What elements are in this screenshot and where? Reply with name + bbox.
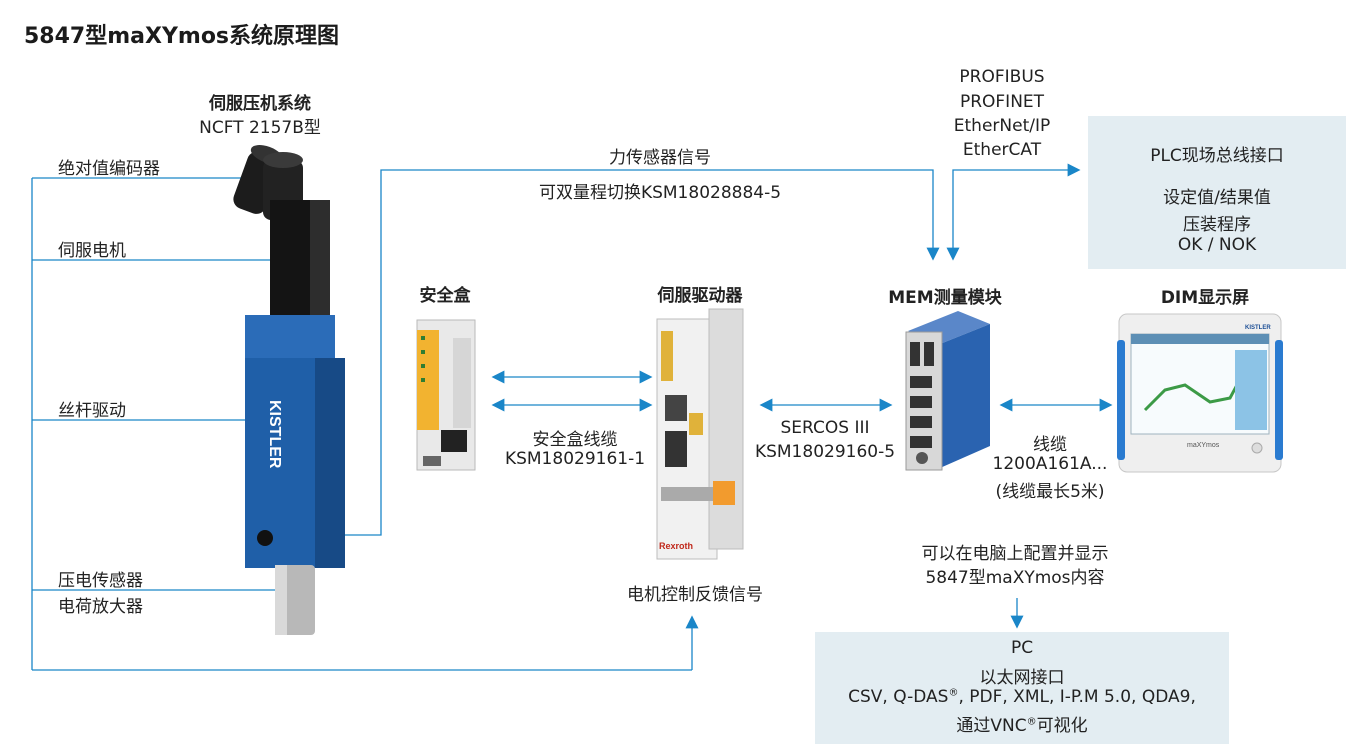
safety-box-title: 安全盒: [419, 286, 471, 306]
pc-box-vnc: 通过VNC®可视化: [956, 716, 1088, 736]
dim-cable-model: 1200A161A...: [992, 454, 1108, 474]
pc-box-title: PC: [1010, 638, 1034, 658]
fieldbus-profinet: PROFINET: [959, 92, 1045, 112]
plc-box-line-2: 压装程序: [1183, 215, 1251, 235]
fieldbus-ethercat: EtherCAT: [962, 140, 1042, 160]
mem-module-image: [905, 311, 990, 471]
fieldbus-line: [946, 163, 1081, 261]
servo-drive-image: Rexroth: [656, 308, 744, 560]
mem-module-title: MEM测量模块: [888, 288, 1002, 308]
dim-cable-label: 线缆: [1033, 435, 1067, 455]
pc-note-line-1: 可以在电脑上配置并显示: [921, 544, 1109, 564]
drive-brand-text: Rexroth: [659, 541, 693, 551]
pc-box-formats: CSV, Q-DAS®, PDF, XML, I-P.M 5.0, QDA9,: [848, 687, 1196, 707]
page-title: 5847型maXYmos系统原理图: [24, 24, 340, 49]
servo-press-image: KISTLER: [233, 145, 345, 635]
safety-cable-label: 安全盒线缆: [532, 430, 618, 450]
plc-box-line-1: 设定值/结果值: [1163, 188, 1271, 208]
motor-feedback-label: 电机控制反馈信号: [627, 585, 763, 605]
dim-brand-text: KISTLER: [1245, 325, 1271, 331]
fieldbus-ethernet-ip: EtherNet/IP: [953, 116, 1051, 136]
label-servo-motor: 伺服电机: [58, 241, 126, 261]
servo-drive-title: 伺服驱动器: [657, 286, 743, 306]
pc-box-ethernet: 以太网接口: [979, 668, 1065, 688]
plc-box-line-3: OK / NOK: [1177, 235, 1257, 255]
sercos-cable-model: KSM18029160-5: [754, 442, 896, 462]
press-brand-text: KISTLER: [266, 400, 283, 469]
force-signal-cable: 可双量程切换KSM18028884-5: [538, 183, 782, 203]
sercos-label: SERCOS III: [780, 418, 870, 438]
force-signal-line: [265, 169, 940, 536]
label-encoder: 绝对值编码器: [58, 159, 160, 179]
plc-interface-box: PLC现场总线接口 设定值/结果值 压装程序 OK / NOK: [1088, 116, 1346, 269]
plc-box-title: PLC现场总线接口: [1150, 146, 1284, 166]
fieldbus-profibus: PROFIBUS: [959, 67, 1045, 87]
label-piezo-sensor: 压电传感器: [58, 571, 143, 591]
dim-display-title: DIM显示屏: [1160, 288, 1250, 308]
force-signal-label: 力传感器信号: [609, 148, 711, 168]
servo-press-model: NCFT 2157B型: [199, 118, 321, 138]
dim-logo-text: maXYmos: [1187, 442, 1220, 449]
label-spindle-drive: 丝杆驱动: [58, 401, 126, 421]
dim-cable-note: (线缆最长5米): [995, 482, 1105, 502]
safety-box-image: [416, 319, 476, 471]
pc-box: PC 以太网接口 CSV, Q-DAS®, PDF, XML, I-P.M 5.…: [815, 632, 1229, 744]
label-charge-amp: 电荷放大器: [58, 597, 143, 617]
pc-note-line-2: 5847型maXYmos内容: [925, 568, 1105, 588]
safety-cable-model: KSM18029161-1: [504, 449, 646, 469]
servo-press-title: 伺服压机系统: [209, 94, 311, 114]
dim-display-image: maXYmos KISTLER: [1117, 313, 1283, 473]
